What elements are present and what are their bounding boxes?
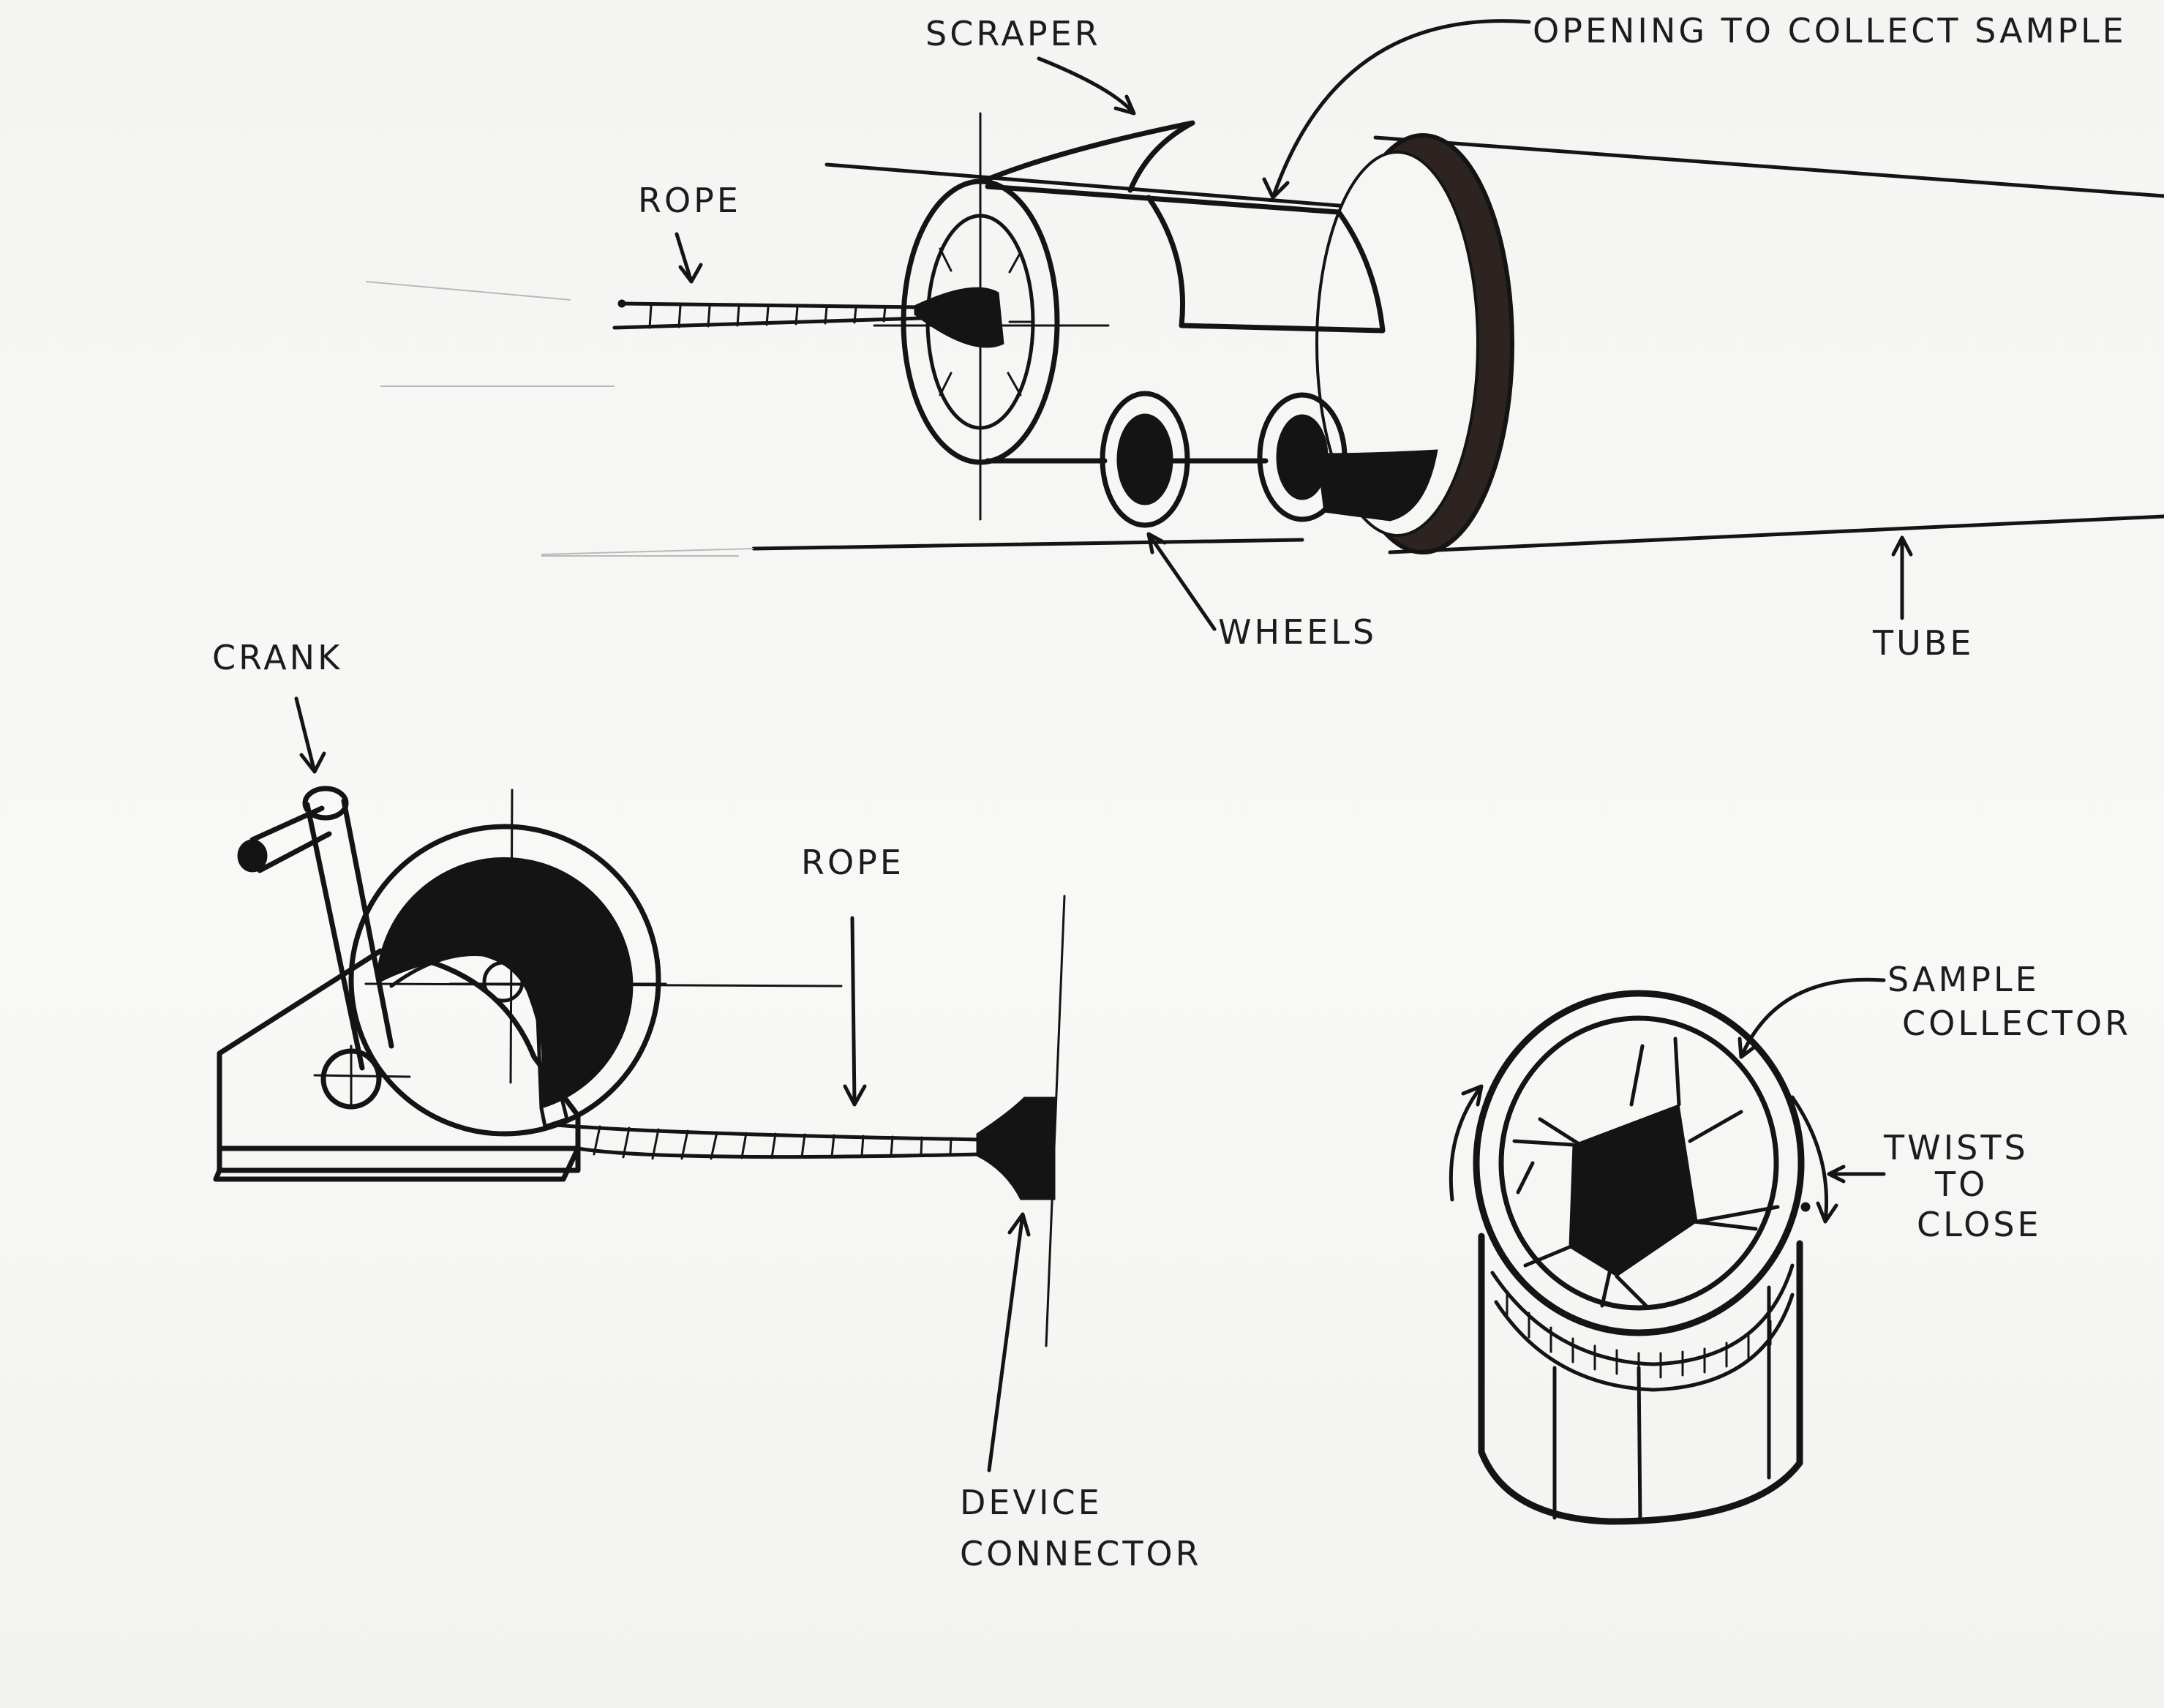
device-in-tube-sketch bbox=[541, 19, 2164, 631]
rope-bottom bbox=[554, 1123, 983, 1160]
label-crank: CRANK bbox=[212, 638, 342, 677]
label-sample: SAMPLE bbox=[1887, 960, 2040, 999]
scraper-blade bbox=[985, 120, 1195, 193]
sample-collector-sketch bbox=[1449, 977, 1886, 1525]
label-to: TO bbox=[1934, 1165, 1988, 1204]
twist-arrow-left bbox=[1449, 1084, 1484, 1202]
twists-arrow bbox=[1827, 1165, 1886, 1184]
tube-bottom-line bbox=[751, 538, 1304, 551]
label-rope-bottom: ROPE bbox=[801, 843, 904, 882]
device-body bbox=[985, 184, 1386, 334]
tube-arrow bbox=[1891, 535, 1913, 620]
label-close: CLOSE bbox=[1917, 1205, 2042, 1244]
device-connector-arrow bbox=[987, 1212, 1031, 1472]
label-wheels: WHEELS bbox=[1218, 612, 1377, 652]
sample-collector-arrow bbox=[1737, 977, 1886, 1059]
label-device-line1: DEVICE bbox=[960, 1483, 1102, 1522]
rope-top-arrow bbox=[675, 232, 703, 284]
spool-outer bbox=[348, 824, 661, 1137]
crank-arrow bbox=[294, 696, 326, 774]
rope-top bbox=[612, 299, 924, 330]
tube-opening-ring bbox=[1315, 133, 1514, 554]
faint-guidelines bbox=[365, 281, 739, 557]
label-scraper: SCRAPER bbox=[925, 14, 1101, 53]
crank-winch-sketch bbox=[213, 696, 1066, 1472]
wheel-front bbox=[1100, 391, 1190, 528]
label-device-line2: CONNECTOR bbox=[960, 1534, 1202, 1573]
crank-handle bbox=[237, 786, 411, 1110]
iris-aperture bbox=[1512, 1037, 1780, 1308]
wheels-arrow bbox=[1146, 532, 1217, 631]
opening-arrow bbox=[1262, 19, 1531, 200]
collector-inner-rim bbox=[1498, 1015, 1779, 1311]
device-connector bbox=[976, 1096, 1056, 1200]
label-opening: OPENING TO COLLECT SAMPLE bbox=[1533, 11, 2127, 50]
collector-body bbox=[1478, 1233, 1803, 1525]
twist-arrow-right bbox=[1790, 1095, 1838, 1224]
rope-bottom-arrow bbox=[843, 916, 867, 1107]
label-twists: TWISTS bbox=[1883, 1128, 2029, 1167]
label-rope-top: ROPE bbox=[638, 181, 741, 220]
tube-top-line-far bbox=[1373, 135, 2164, 198]
tube-bottom-line-far bbox=[1388, 514, 2164, 554]
scraper-arrow bbox=[1037, 56, 1136, 116]
collector-outer-rim bbox=[1473, 990, 1805, 1336]
spool-hub bbox=[482, 960, 525, 1003]
label-tube: TUBE bbox=[1872, 623, 1974, 663]
label-collector: COLLECTOR bbox=[1902, 1004, 2131, 1043]
tube-top-line bbox=[824, 162, 1378, 211]
device-end-face bbox=[873, 112, 1110, 521]
wheel-rear bbox=[1257, 392, 1348, 522]
